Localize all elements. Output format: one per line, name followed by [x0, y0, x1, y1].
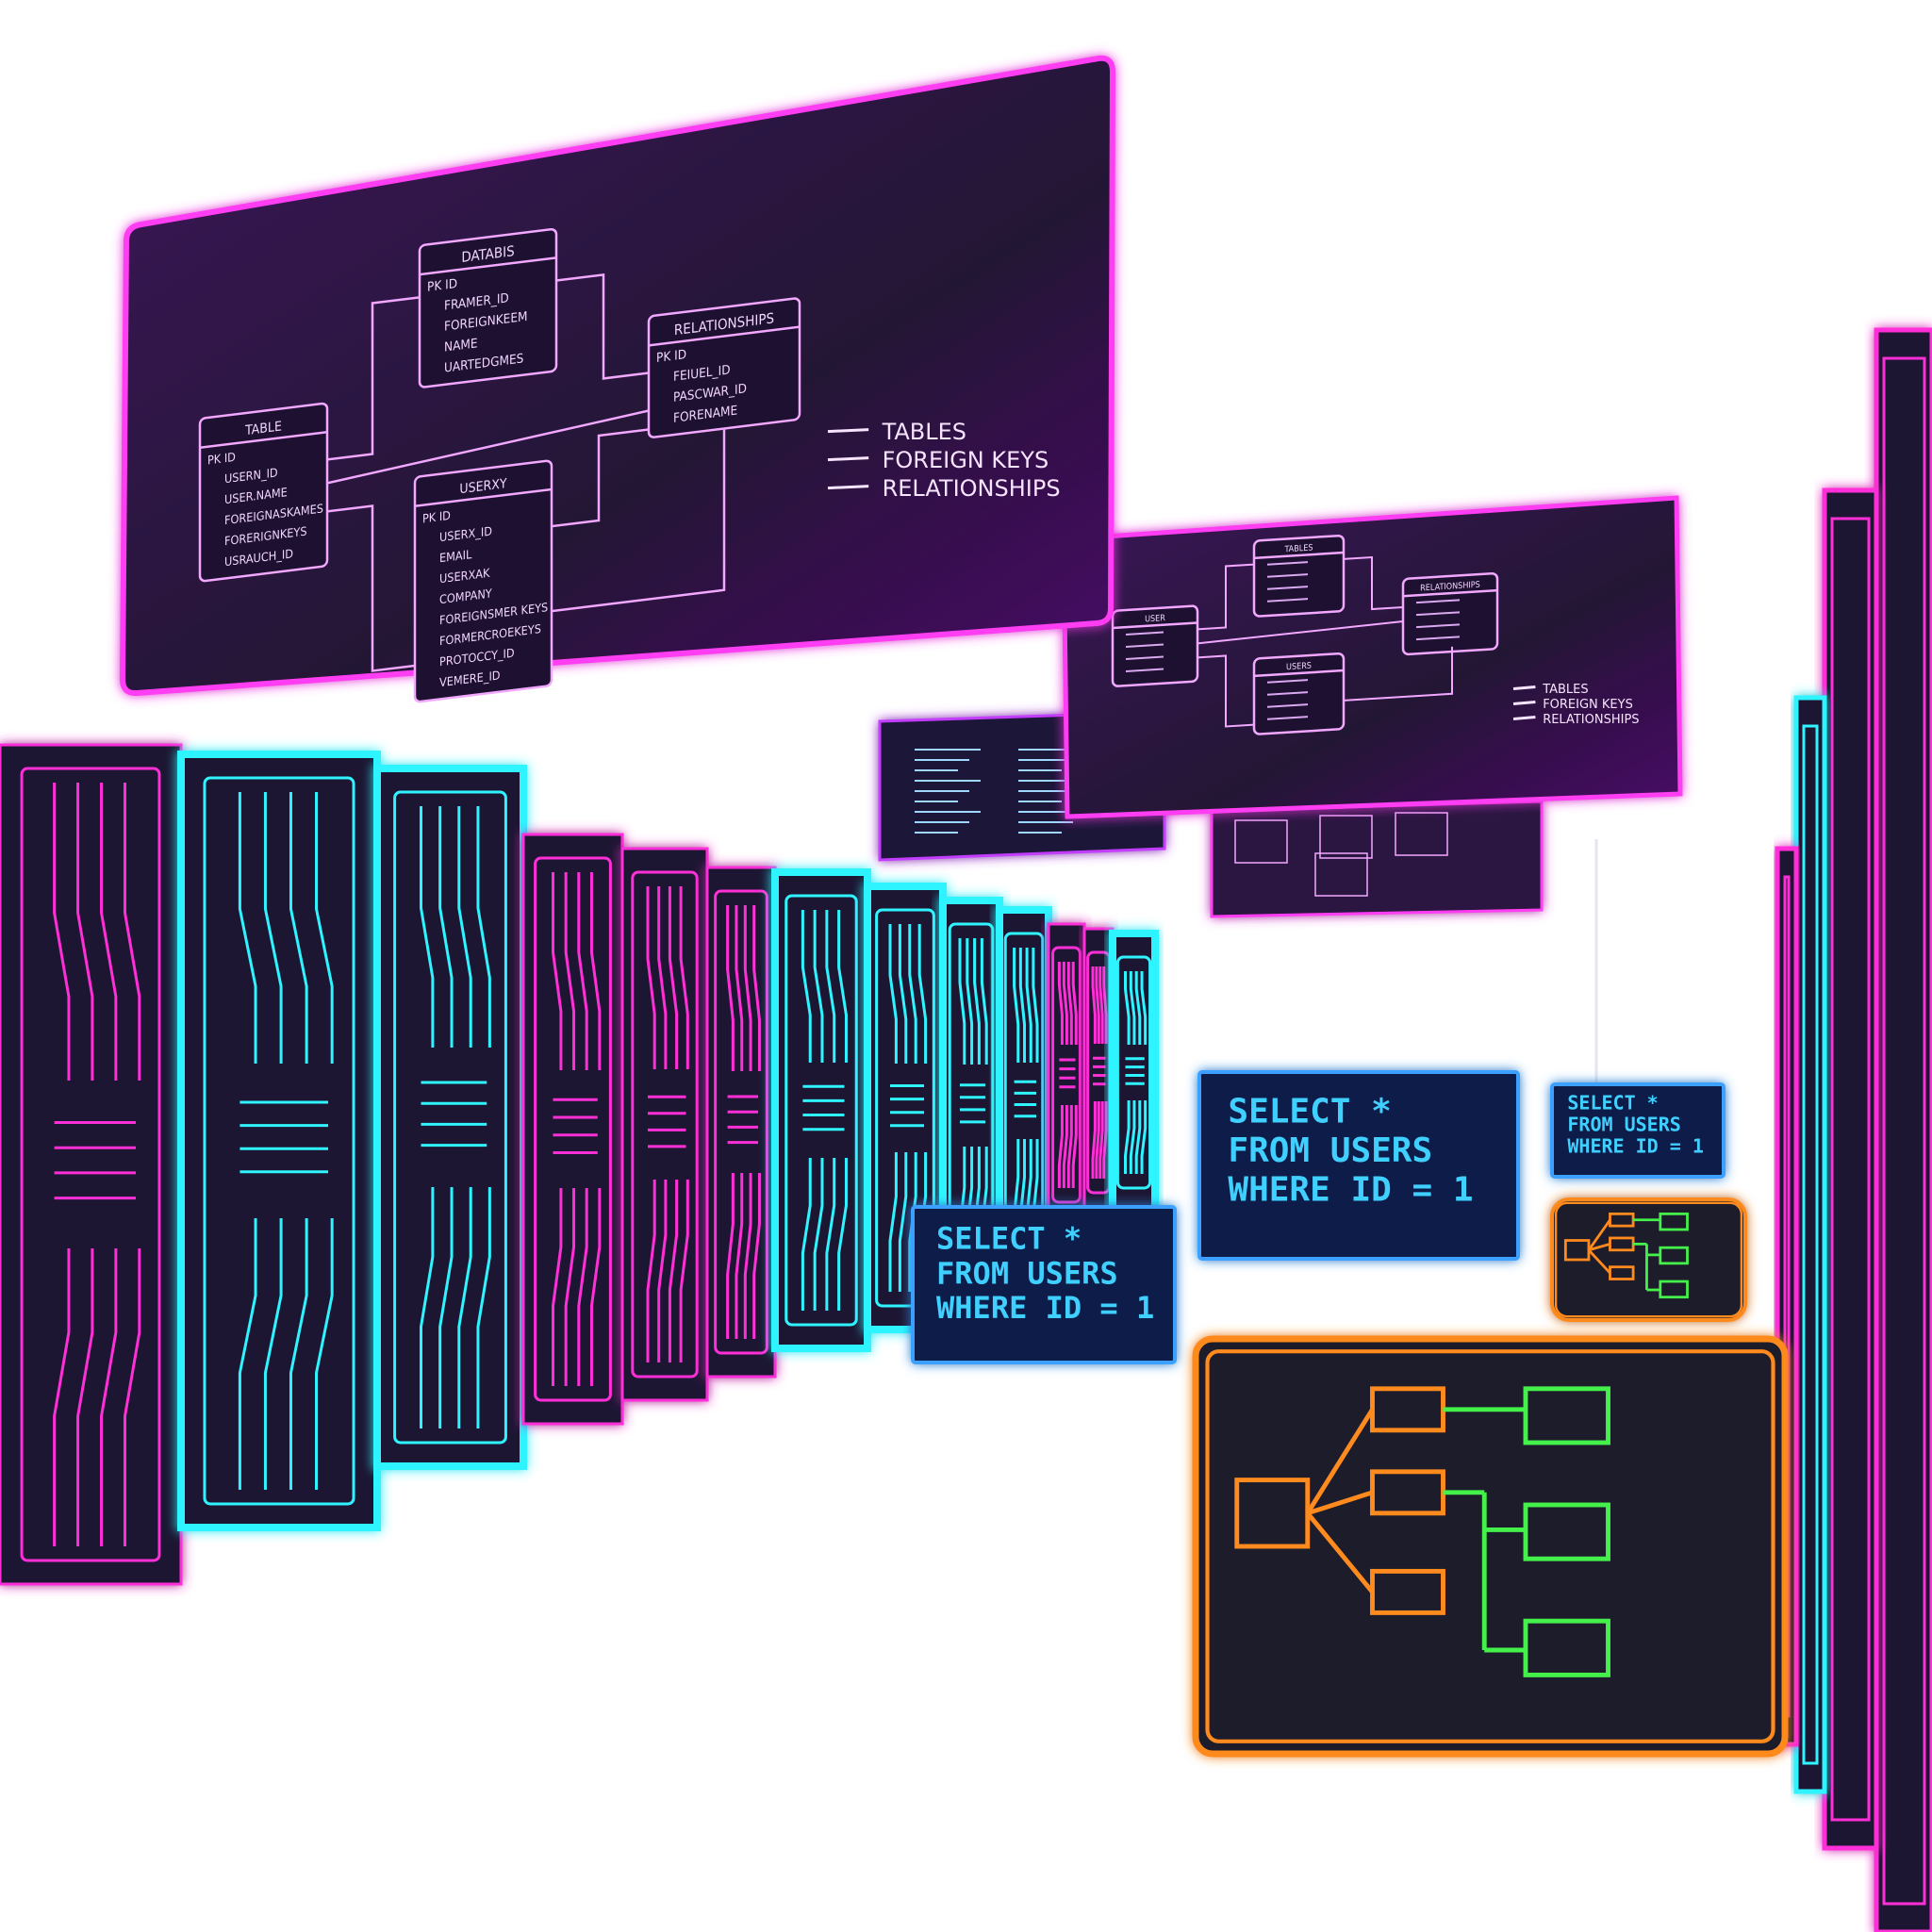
sql-line: WHERE ID = 1 — [936, 1290, 1154, 1326]
entity-field: COMPANY — [439, 586, 492, 606]
entity-field: EMAIL — [439, 547, 472, 565]
sql-line: SELECT * — [1228, 1092, 1391, 1131]
circuit-trace-icon — [552, 872, 602, 1386]
entity-field: PK ID — [422, 508, 451, 526]
er-entity-table — [1395, 812, 1448, 856]
circuit-trace-icon — [726, 905, 761, 1339]
server-rack — [373, 765, 527, 1470]
er-entity-table: TABLES — [1252, 534, 1346, 618]
sql-line: SELECT * — [936, 1221, 1082, 1257]
legend-label: RELATIONSHIPS — [883, 475, 1061, 502]
legend-label: TABLES — [1542, 683, 1588, 697]
sql-line: FROM USERS — [936, 1255, 1118, 1291]
legend-line — [827, 485, 869, 490]
legend-label: FOREIGN KEYS — [883, 447, 1049, 473]
server-rack — [0, 743, 183, 1586]
flowchart-panel-small — [1550, 1197, 1747, 1322]
er-entity-table — [1319, 815, 1373, 859]
circuit-trace-icon — [238, 792, 334, 1490]
server-rack — [177, 751, 381, 1531]
server-rack — [521, 833, 624, 1426]
circuit-trace-icon — [1057, 962, 1078, 1188]
er-entity-table: USER — [1111, 604, 1199, 687]
entity-field: USERXAK — [439, 566, 490, 586]
circuit-trace-icon — [53, 783, 141, 1546]
sql-line: WHERE ID = 1 — [1228, 1170, 1473, 1209]
sql-line: FROM USERS — [1228, 1131, 1432, 1170]
entity-title: RELATIONSHIPS — [1420, 581, 1480, 594]
entity-field: USERN_ID — [224, 465, 278, 486]
entity-field: PK ID — [207, 450, 236, 468]
server-rack — [705, 866, 777, 1379]
circuit-trace-icon — [1124, 971, 1148, 1174]
legend-label: RELATIONSHIPS — [1543, 713, 1639, 727]
er-entity-table — [1234, 819, 1288, 864]
server-racks-left — [0, 743, 1159, 1586]
entity-field: NAME — [444, 336, 478, 355]
entity-title: USERXY — [459, 476, 507, 497]
legend-line — [827, 456, 869, 462]
entity-title: TABLE — [244, 419, 282, 438]
server-rack — [620, 847, 709, 1402]
server-rack — [771, 868, 871, 1352]
entity-title: USERS — [1286, 662, 1312, 673]
server-racks-right — [1775, 327, 1932, 1932]
er-entity-table: RELATIONSHIPS — [1401, 571, 1499, 656]
entity-field: USERX_ID — [439, 523, 492, 544]
sql-line: WHERE ID = 1 — [1567, 1134, 1704, 1157]
entity-title: TABLES — [1283, 543, 1313, 554]
flowchart-panel-large — [1192, 1335, 1789, 1758]
flowchart-icon — [1234, 1386, 1610, 1677]
server-rack — [1082, 927, 1115, 1218]
entity-field: PK ID — [656, 347, 686, 366]
circuit-trace-icon — [646, 886, 689, 1362]
small-er-panel — [1210, 800, 1544, 918]
legend-line — [1512, 685, 1536, 690]
legend-label: TABLES — [882, 419, 966, 445]
circuit-trace-icon — [1091, 966, 1108, 1179]
er-entity-table — [1314, 852, 1368, 897]
legend-label: FOREIGN KEYS — [1543, 698, 1633, 712]
secondary-er-diagram-panel: TABLESUSERRELATIONSHIPSUSERSTABLESFOREIG… — [1061, 495, 1683, 819]
circuit-trace-icon — [420, 806, 491, 1428]
server-rack — [1822, 487, 1879, 1851]
server-rack — [1109, 930, 1159, 1215]
er-entity-table: USERS — [1252, 652, 1346, 735]
server-rack — [1874, 327, 1932, 1932]
sql-line: FROM USERS — [1567, 1113, 1680, 1135]
server-rack — [1793, 695, 1827, 1794]
flowchart-icon — [1563, 1212, 1689, 1299]
legend-line — [1512, 715, 1536, 720]
legend-line — [1512, 700, 1536, 705]
entity-title: USER — [1145, 614, 1165, 624]
entity-field: FEIUEL_ID — [673, 362, 731, 384]
legend-line — [827, 428, 869, 434]
relationship-lines — [326, 273, 726, 672]
circuit-trace-icon — [801, 910, 848, 1311]
server-rack — [1047, 922, 1086, 1228]
entity-field: PK ID — [427, 276, 457, 295]
sql-line: SELECT * — [1567, 1091, 1658, 1114]
